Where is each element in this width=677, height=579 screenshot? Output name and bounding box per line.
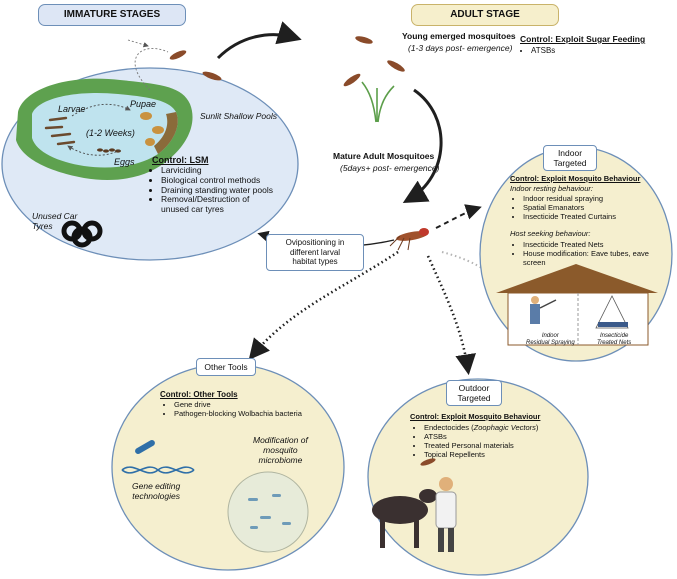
- health-worker-illustration: [435, 477, 457, 552]
- outdoor-arrow: [426, 255, 476, 376]
- pupae-label: Pupae: [130, 99, 157, 109]
- house-illustration: [496, 264, 658, 346]
- pupae-icon: [140, 112, 164, 146]
- other-tools-label: Other Tools: [196, 358, 256, 377]
- larvae-label: Larvae: [58, 104, 86, 114]
- young-age-label: (1-3 days post- emergence): [408, 43, 513, 53]
- mature-mosquito-icon: [389, 228, 429, 251]
- outdoor-mosquito-icon: [420, 458, 436, 466]
- mature-age-label: (5days+ post- emergence): [340, 163, 440, 173]
- gene-editing-tool-icon: [135, 440, 155, 454]
- dna-icon: [121, 466, 195, 474]
- lsm-item: Removal/Destruction of unused car tyres: [161, 195, 275, 215]
- lsm-item: Larviciding: [161, 165, 275, 176]
- host-seeking-title: Host seeking behaviour:: [510, 229, 591, 238]
- bull-illustration: [372, 489, 437, 548]
- outdoor-list: Endectocides (Zoophagic Vectors) ATSBs T…: [413, 423, 538, 459]
- other-tool-item: Pathogen-blocking Wolbachia bacteria: [174, 409, 302, 418]
- sugar-control-title: Control: Exploit Sugar Feeding: [520, 34, 646, 44]
- sugar-control-list: ATSBs: [520, 46, 555, 55]
- tyres-icon: [61, 220, 103, 248]
- grass-icon: [361, 81, 395, 123]
- maturation-arrow: [402, 88, 443, 203]
- other-control-title: Control: Other Tools: [160, 390, 238, 399]
- lsm-control-title: Control: LSM: [152, 155, 209, 165]
- emergence-arrow: [216, 21, 302, 60]
- lsm-item: Draining standing water pools: [161, 185, 275, 196]
- sugar-item: ATSBs: [531, 46, 555, 55]
- young-mosquitoes-label: Young emerged mosquitoes: [402, 31, 516, 41]
- host-item: House modification: Eave tubes, eave scr…: [523, 249, 660, 267]
- lsm-item: Biological control methods: [161, 175, 275, 186]
- resting-item: Spatial Emanators: [523, 203, 616, 212]
- host-seeking-list: Insecticide Treated Nets House modificat…: [512, 240, 660, 267]
- resting-item: Insecticide Treated Curtains: [523, 212, 616, 221]
- outdoor-targeted-circle: [367, 378, 589, 576]
- indoor-arrow: [435, 204, 482, 229]
- indoor-control-title: Control: Exploit Mosquito Behaviour: [510, 174, 641, 183]
- outdoor-item: Topical Repellents: [424, 450, 538, 459]
- resting-list: Indoor residual spraying Spatial Emanato…: [512, 194, 616, 221]
- young-mosquitoes-icon: [343, 36, 405, 87]
- other-tool-item: Gene drive: [174, 400, 302, 409]
- outdoor-item: ATSBs: [424, 432, 538, 441]
- eggs-icon: [97, 148, 121, 153]
- microbiome-petri-icon: [227, 471, 309, 553]
- pools-label: Sunlit Shallow Pools: [200, 111, 278, 121]
- lsm-control-list: Larviciding Biological control methods D…: [150, 165, 275, 215]
- host-item: Insecticide Treated Nets: [523, 240, 660, 249]
- outdoor-item: Endectocides (Zoophagic Vectors): [424, 423, 538, 432]
- duration-label: (1-2 Weeks): [86, 128, 135, 138]
- immature-stages-header: IMMATURE STAGES: [38, 4, 186, 26]
- eggs-label: Eggs: [114, 157, 135, 167]
- larvae-icon: [44, 116, 76, 146]
- other-tools-list: Gene drive Pathogen-blocking Wolbachia b…: [163, 400, 302, 418]
- outdoor-control-title: Control: Exploit Mosquito Behaviour: [410, 412, 541, 421]
- emerging-mosquito-icon: [169, 50, 222, 81]
- adult-stage-header: ADULT STAGE: [411, 4, 559, 26]
- outdoor-item: Treated Personal materials: [424, 441, 538, 450]
- mature-mosquitoes-label: Mature Adult Mosquitoes: [333, 151, 435, 161]
- resting-item: Indoor residual spraying: [523, 194, 616, 203]
- resting-title: Indoor resting behaviour:: [510, 184, 593, 193]
